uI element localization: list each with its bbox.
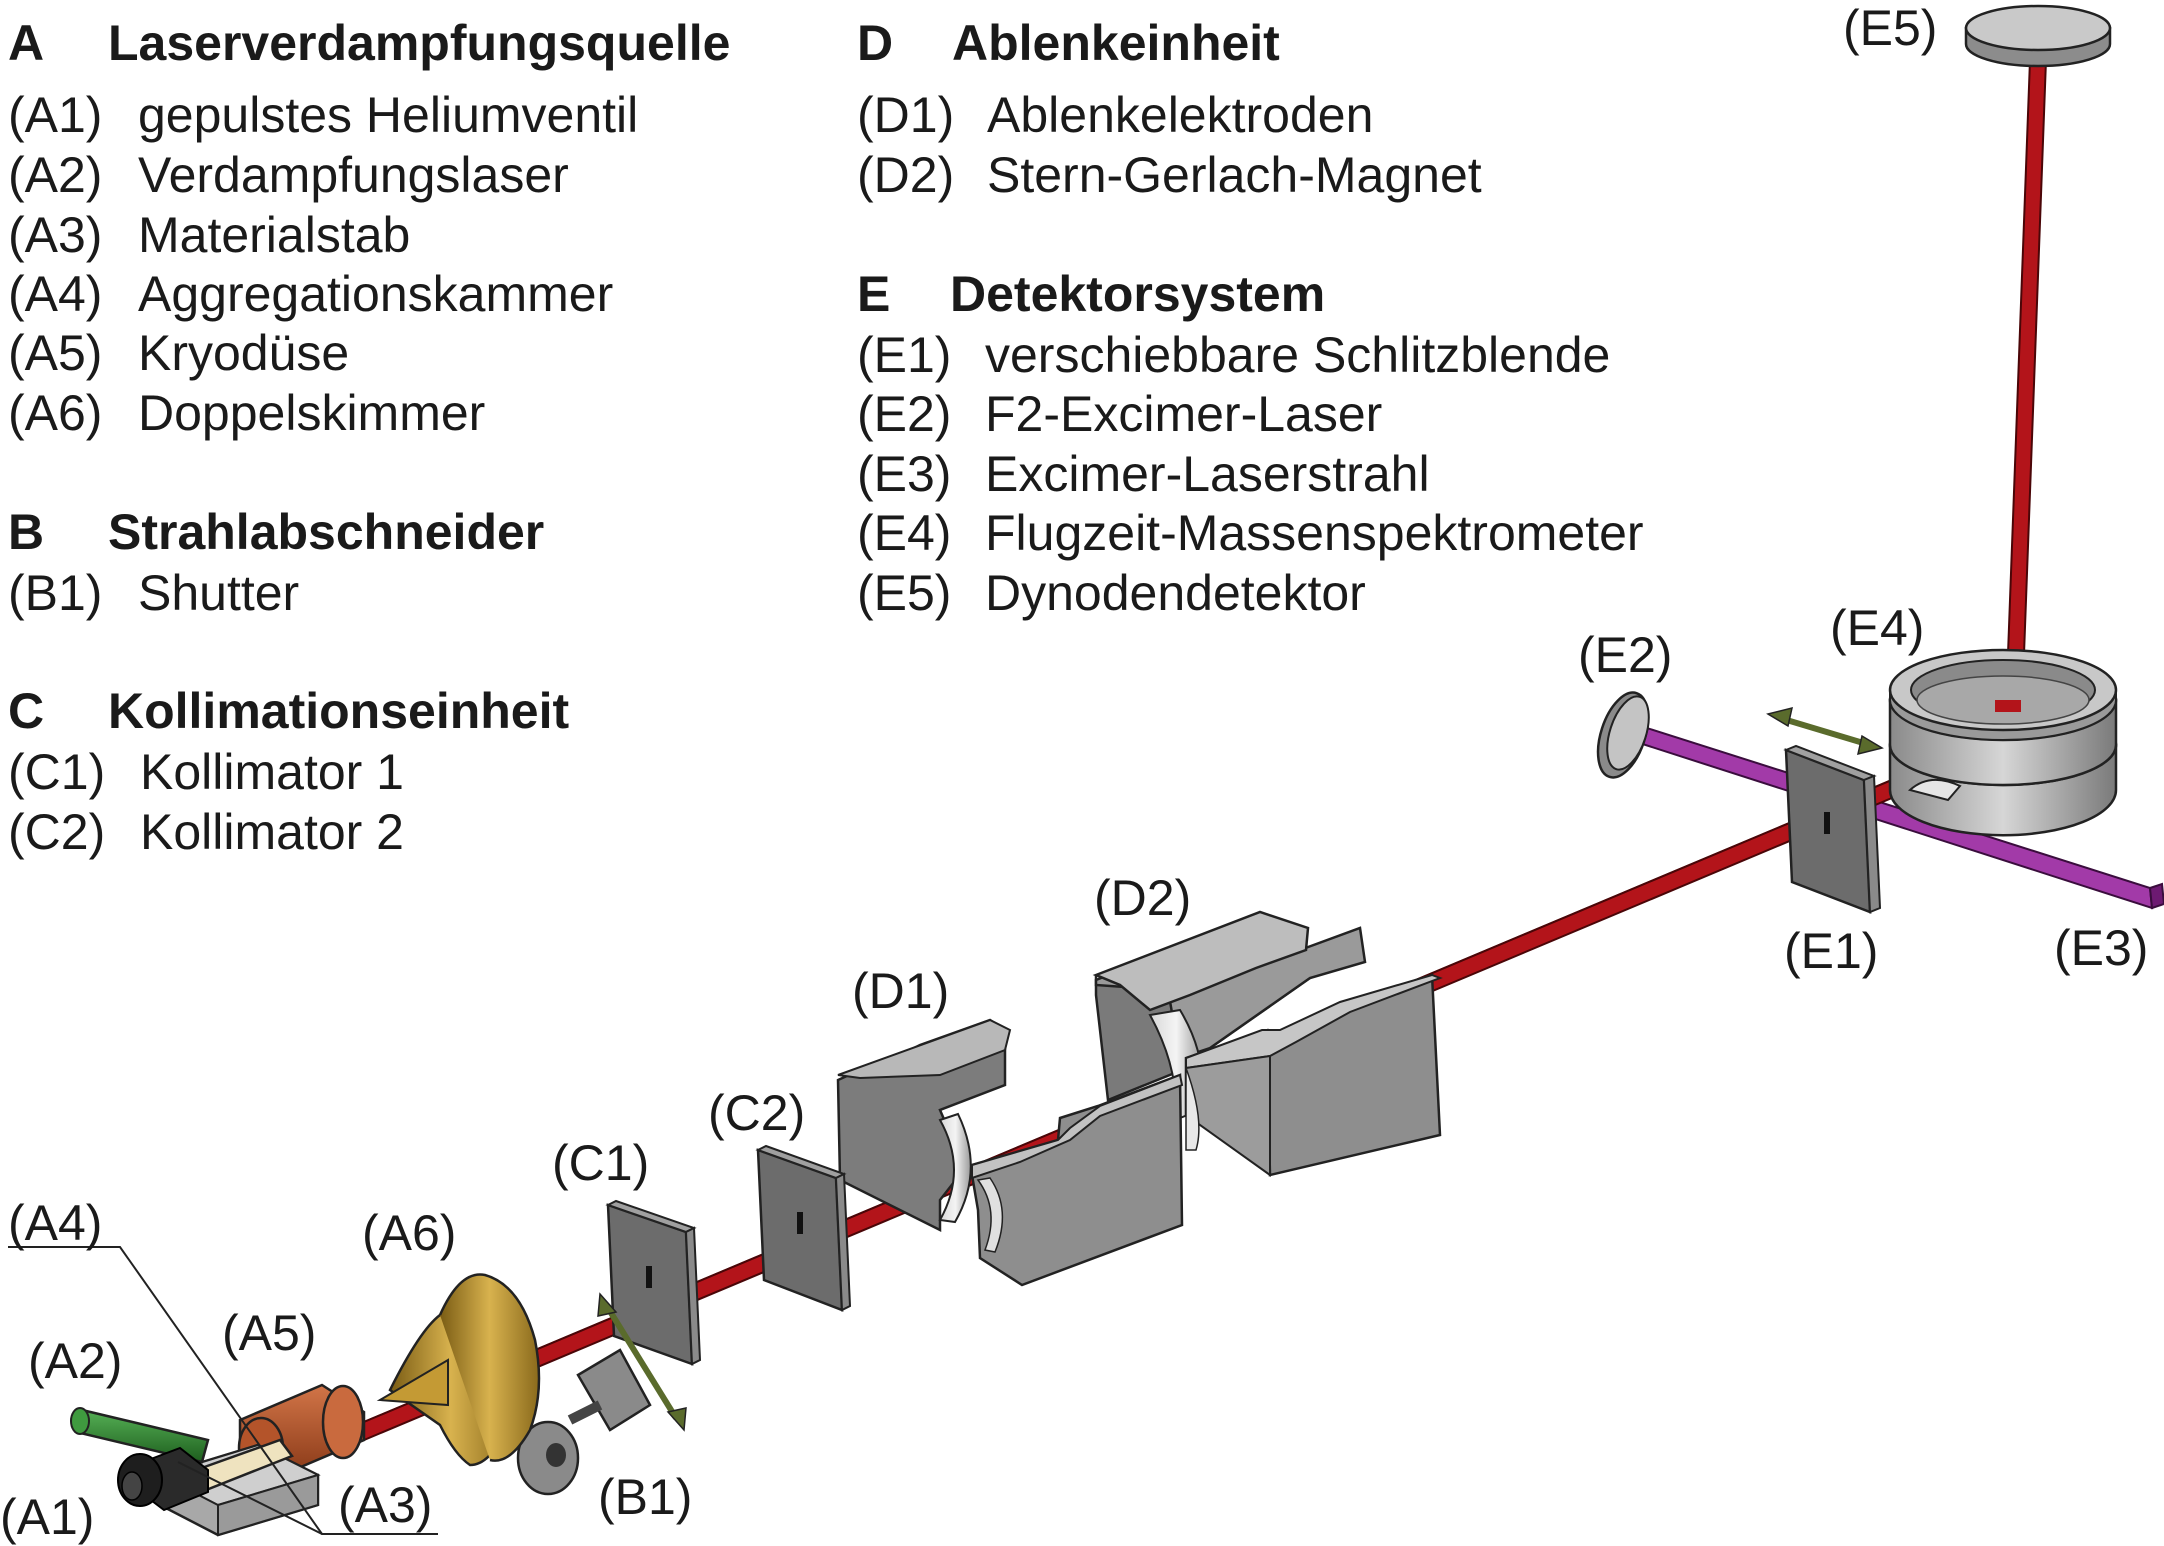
callout-a5: (A5) (222, 1305, 316, 1361)
legend-code-c1: (C1) (8, 744, 105, 800)
legend-text-b1: Shutter (138, 565, 299, 621)
callout-c2: (C2) (708, 1085, 805, 1141)
slit-motion-arrow (1766, 706, 1884, 756)
legend-text-a3: Materialstab (138, 207, 410, 263)
deflection-electrodes (836, 1018, 1184, 1287)
callout-a4: (A4) (8, 1195, 102, 1251)
legend-code-e3: (E3) (857, 446, 951, 502)
dynode-detector (1964, 4, 2112, 68)
legend-code-d2: (D2) (857, 147, 954, 203)
legend-code-a3: (A3) (8, 207, 102, 263)
shutter (516, 1292, 687, 1496)
legend-text-a2: Verdampfungslaser (138, 147, 569, 203)
group-e-letter: E (857, 266, 890, 322)
legend-code-a4: (A4) (8, 266, 102, 322)
callout-d1: (D1) (852, 963, 949, 1019)
legend-text-e1: verschiebbare Schlitzblende (985, 327, 1610, 383)
legend-text-e3: Excimer-Laserstrahl (985, 446, 1430, 502)
collimator-1 (605, 1199, 702, 1366)
legend-group-b: B Strahlabschneider (B1) Shutter (8, 504, 544, 621)
legend-text-a4: Aggregationskammer (138, 266, 613, 322)
callout-e2: (E2) (1578, 627, 1672, 683)
callout-e3: (E3) (2054, 920, 2148, 976)
legend-code-a5: (A5) (8, 325, 102, 381)
legend-text-a6: Doppelskimmer (138, 385, 485, 441)
legend-code-e4: (E4) (857, 505, 951, 561)
slit-plate (1783, 744, 1882, 914)
f2-excimer-laser (1596, 691, 1650, 779)
legend-code-d1: (D1) (857, 87, 954, 143)
group-b-letter: B (8, 504, 44, 560)
group-d-letter: D (857, 15, 893, 71)
leader-lines (8, 1246, 438, 1535)
callout-c1: (C1) (552, 1135, 649, 1191)
legend-text-a5: Kryodüse (138, 325, 349, 381)
group-d-title: Ablenkeinheit (952, 15, 1280, 71)
legend-text-d1: Ablenkelektroden (987, 87, 1373, 143)
legend-text-d2: Stern-Gerlach-Magnet (987, 147, 1482, 203)
legend-code-b1: (B1) (8, 565, 102, 621)
legend-group-a: A Laserverdampfungsquelle (A1) gepulstes… (8, 15, 730, 441)
collimator-2 (755, 1144, 852, 1312)
legend-code-a2: (A2) (8, 147, 102, 203)
legend-text-c1: Kollimator 1 (140, 744, 404, 800)
detector-beam (2004, 59, 2048, 709)
legend-code-e2: (E2) (857, 386, 951, 442)
legend-code-e1: (E1) (857, 327, 951, 383)
callout-a2: (A2) (28, 1333, 122, 1389)
legend-text-c2: Kollimator 2 (140, 804, 404, 860)
helium-valve (117, 1446, 209, 1512)
group-a-title: Laserverdampfungsquelle (108, 15, 730, 71)
callout-e5: (E5) (1843, 0, 1937, 56)
callout-b1: (B1) (598, 1469, 692, 1525)
legend-code-c2: (C2) (8, 804, 105, 860)
group-b-title: Strahlabschneider (108, 504, 544, 560)
callout-e4: (E4) (1830, 600, 1924, 656)
legend-text-e4: Flugzeit-Massenspektrometer (985, 505, 1644, 561)
callout-a6: (A6) (362, 1205, 456, 1261)
group-a-letter: A (8, 15, 44, 71)
legend-text-a1: gepulstes Heliumventil (138, 87, 638, 143)
tof-mass-spectrometer (1888, 648, 2118, 837)
callout-a1: (A1) (0, 1489, 94, 1545)
legend-group-c: C Kollimationseinheit (C1) Kollimator 1 … (8, 683, 570, 860)
legend-group-e: E Detektorsystem (E1) verschiebbare Schl… (857, 266, 1644, 621)
legend: A Laserverdampfungsquelle (A1) gepulstes… (8, 15, 1644, 860)
legend-code-a1: (A1) (8, 87, 102, 143)
group-c-title: Kollimationseinheit (108, 683, 570, 739)
double-skimmer (376, 1273, 541, 1467)
legend-text-e5: Dynodendetektor (985, 565, 1366, 621)
group-e-title: Detektorsystem (950, 266, 1325, 322)
legend-code-a6: (A6) (8, 385, 102, 441)
stern-gerlach-magnet (1092, 910, 1443, 1177)
legend-text-e2: F2-Excimer-Laser (985, 386, 1382, 442)
callout-e1: (E1) (1784, 923, 1878, 979)
group-c-letter: C (8, 683, 44, 739)
legend-group-d: D Ablenkeinheit (D1) Ablenkelektroden (D… (857, 15, 1482, 203)
callout-a3: (A3) (338, 1477, 432, 1533)
callout-d2: (D2) (1094, 870, 1191, 926)
legend-code-e5: (E5) (857, 565, 951, 621)
